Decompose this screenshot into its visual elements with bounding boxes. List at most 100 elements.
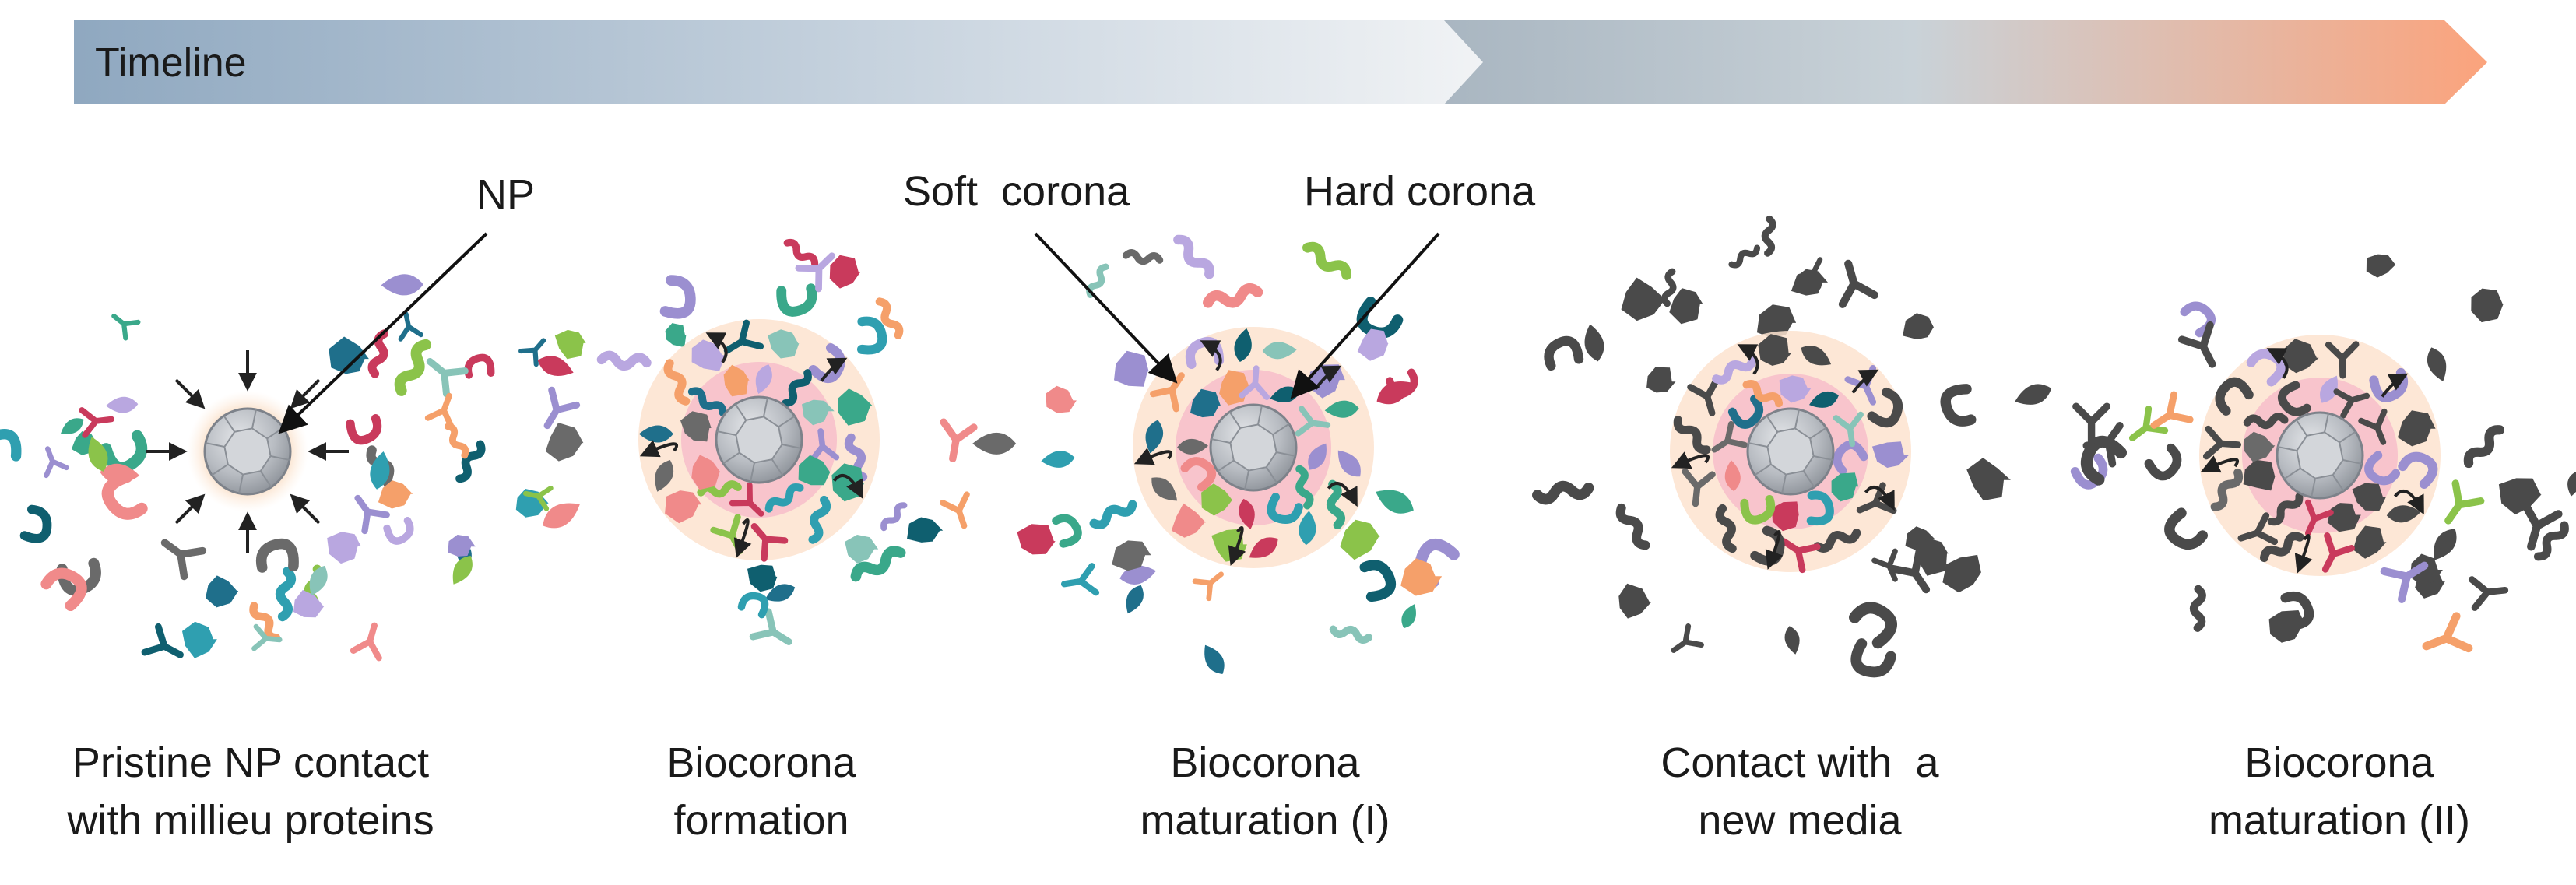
protein-blob: [2398, 410, 2436, 447]
antibody-protein: [424, 392, 455, 430]
antibody-protein: [2321, 532, 2355, 573]
hook-protein: [2080, 435, 2128, 486]
chain-protein: [249, 602, 281, 642]
antibody-protein: [2237, 512, 2278, 546]
antibody-protein: [522, 485, 554, 511]
antibody-protein: [1838, 259, 1878, 308]
np-callout-arrow: [278, 232, 488, 434]
protein-blob: [378, 480, 413, 509]
protein-blob: [747, 564, 778, 592]
exchange-arrow: [1133, 448, 1173, 465]
antibody-protein: [2380, 561, 2429, 603]
antibody-protein: [1239, 365, 1270, 400]
antibody-protein: [1796, 257, 1823, 290]
protein-blob: [1017, 524, 1056, 555]
antibody-protein: [141, 623, 184, 658]
drop-protein: [1584, 324, 1604, 362]
protein-blob: [1914, 538, 1949, 576]
drop-protein: [309, 565, 328, 596]
antibody-protein: [251, 623, 283, 651]
hook-protein: [19, 504, 52, 543]
chain-protein: [2463, 425, 2505, 469]
protein-blob: [2409, 553, 2443, 586]
antibody-protein: [1780, 538, 1821, 574]
chain-protein: [1532, 480, 1594, 505]
antibody-protein: [44, 446, 69, 479]
stage-5-caption-line1: Biocorona: [2244, 739, 2434, 786]
antibody-protein: [543, 386, 581, 430]
chain-protein: [783, 238, 819, 268]
antibody-protein: [795, 252, 835, 293]
timeline-segment-2: [1444, 20, 2487, 104]
chain-protein: [1761, 215, 1776, 257]
chain-protein: [394, 339, 432, 396]
stage-1-caption-line2: with millieu proteins: [66, 797, 434, 844]
antibody-protein: [2150, 391, 2194, 429]
antibody-protein: [2358, 408, 2388, 445]
protein-blob: [293, 589, 325, 618]
adsorption-arrow: [174, 493, 206, 525]
protein-blob: [1112, 540, 1151, 571]
hook-protein: [737, 592, 769, 619]
protein-blob: [1357, 328, 1389, 361]
hook-protein: [101, 471, 148, 520]
hook-protein: [2278, 381, 2311, 416]
protein-blob: [1171, 503, 1206, 538]
chain-protein: [275, 567, 297, 622]
stage-captions: Pristine NP contact with millieu protein…: [66, 739, 2470, 844]
drop-protein: [1324, 400, 1359, 418]
exchange-arrow: [1851, 369, 1879, 394]
chain-protein: [2260, 532, 2304, 563]
exchange-arrow: [2294, 534, 2313, 574]
antibody-protein: [398, 311, 423, 342]
chain-protein: [455, 440, 486, 483]
antibody-protein: [2177, 321, 2216, 368]
protein-blob: [845, 535, 879, 564]
antibody-protein: [2468, 576, 2509, 611]
hook-protein: [346, 414, 382, 445]
chain-protein: [1089, 500, 1137, 529]
chain-protein: [1728, 244, 1761, 269]
protein-blob: [1114, 350, 1149, 387]
drop-protein: [1177, 438, 1208, 455]
drop-protein: [543, 503, 580, 529]
drop-protein: [2567, 471, 2576, 497]
timeline-label: Timeline: [95, 40, 247, 86]
antibody-protein: [1295, 406, 1331, 437]
drop-protein: [638, 425, 673, 443]
chain-protein: [2210, 468, 2244, 511]
protein-blob: [2243, 459, 2276, 491]
stage-5-caption-line2: maturation (II): [2209, 797, 2470, 844]
protein-blob: [802, 399, 835, 426]
protein-blob: [206, 575, 239, 608]
drop-protein: [2427, 347, 2447, 381]
hook-protein: [40, 567, 87, 612]
chain-protein: [444, 423, 469, 459]
drop-protein: [60, 418, 84, 434]
drop-protein: [88, 437, 108, 472]
drop-protein: [2015, 384, 2052, 405]
hook-protein: [2398, 451, 2438, 489]
exchange-arrow: [1228, 526, 1246, 566]
drop-protein: [1041, 451, 1075, 468]
soft-corona-callout-arrow: [1034, 232, 1178, 384]
hook-protein: [659, 275, 696, 319]
protein-blob: [1400, 558, 1443, 596]
protein-blob: [838, 388, 873, 426]
hook-protein: [464, 353, 495, 379]
drop-protein: [1262, 342, 1297, 360]
drop-protein: [381, 274, 423, 296]
exchange-arrow: [1327, 482, 1358, 507]
antibody-protein: [2304, 499, 2334, 536]
hook-protein: [1740, 494, 1776, 525]
stage-3-caption-line2: maturation (I): [1140, 797, 1390, 844]
drop-protein: [1376, 381, 1413, 405]
chain-protein: [2533, 521, 2569, 561]
antibody-protein: [723, 319, 764, 354]
stage-1-caption-line1: Pristine NP contact: [72, 739, 429, 786]
antibody-protein: [426, 357, 469, 398]
hook-protein: [776, 283, 817, 317]
exchange-arrow: [1864, 486, 1895, 511]
chain-protein: [1661, 268, 1677, 307]
